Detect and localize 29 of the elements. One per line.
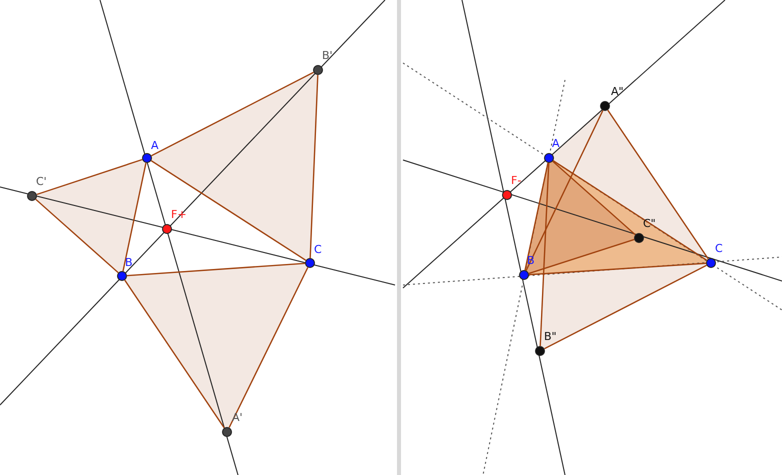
triangle-side <box>552 160 708 261</box>
point-label: C <box>715 242 723 255</box>
point-label: F- <box>511 174 522 187</box>
triangle-side <box>607 110 709 260</box>
triangle-side <box>126 262 306 276</box>
point-label: C' <box>36 175 47 188</box>
point-label: A" <box>611 85 624 98</box>
triangle-side <box>150 160 306 261</box>
point-label: B' <box>322 49 333 62</box>
triangle-side <box>524 162 549 270</box>
triangle-side <box>36 158 142 196</box>
point-label: A <box>151 139 159 152</box>
triangle-side <box>124 280 225 428</box>
triangle-side <box>540 162 550 346</box>
point-label: C <box>314 243 322 256</box>
triangle-side <box>310 74 318 258</box>
triangle-side <box>528 238 634 274</box>
triangle-side <box>544 264 707 350</box>
point-label: B <box>527 254 535 267</box>
point-label: B <box>125 256 133 269</box>
triangle-side <box>528 262 706 276</box>
triangle-side <box>228 267 308 428</box>
point-label: A <box>552 137 560 150</box>
triangle-side <box>151 72 314 156</box>
triangle-side <box>526 110 604 271</box>
point-label: B" <box>544 330 557 343</box>
triangle-side <box>552 160 636 236</box>
triangle-side <box>35 198 119 274</box>
triangle-side <box>122 162 147 272</box>
